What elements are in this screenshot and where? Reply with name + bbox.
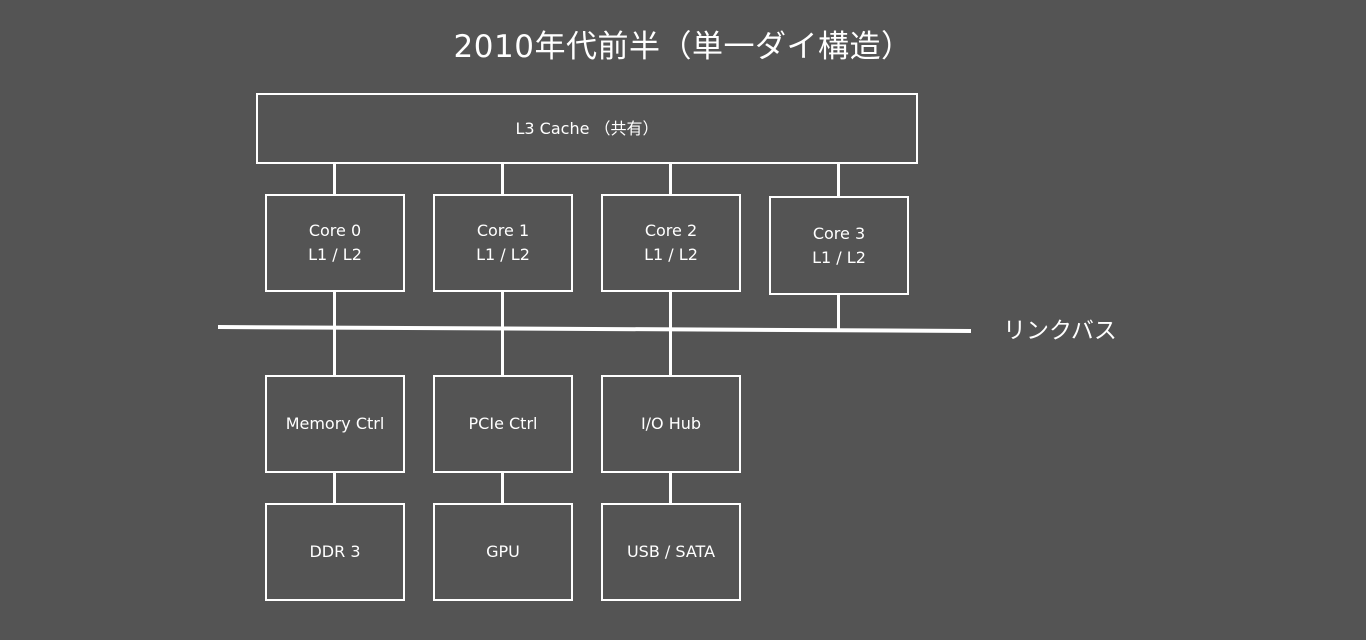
diagram-title: 2010年代前半（単一ダイ構造）: [453, 29, 913, 65]
controller-label: PCIe Ctrl: [468, 414, 538, 433]
device-label: USB / SATA: [626, 542, 716, 561]
l3-cache-label: L3 Cache （共有）: [515, 118, 659, 138]
core-cache: L1 / L2: [644, 245, 698, 264]
gpu-box: GPU: [433, 503, 573, 601]
connector-core2-controller2: [669, 292, 672, 376]
core-name: Core 1: [476, 221, 530, 240]
ddr3-box: DDR 3: [265, 503, 405, 601]
pcie-ctrl-box: PCIe Ctrl: [433, 375, 573, 473]
connector-controller1-device1: [501, 473, 504, 504]
io-hub-box: I/O Hub: [601, 375, 741, 473]
connector-core3-bus: [837, 295, 840, 329]
core-box-2: Core 2 L1 / L2: [601, 194, 741, 292]
core-cache: L1 / L2: [308, 245, 362, 264]
core-cache: L1 / L2: [476, 245, 530, 264]
connector-core0-controller0: [333, 292, 336, 376]
connector-l3-core0: [333, 164, 336, 195]
controller-label: I/O Hub: [640, 414, 702, 433]
connector-controller0-device0: [333, 473, 336, 504]
link-bus-line: [217, 325, 972, 333]
connector-l3-core3: [837, 164, 840, 197]
connector-core1-controller1: [501, 292, 504, 376]
core-name: Core 3: [812, 223, 866, 243]
connector-l3-core2: [669, 164, 672, 195]
core-cache: L1 / L2: [812, 247, 866, 267]
usb-sata-box: USB / SATA: [601, 503, 741, 601]
core-box-0: Core 0 L1 / L2: [265, 194, 405, 292]
core-name: Core 2: [644, 221, 698, 240]
connector-l3-core1: [501, 164, 504, 195]
device-label: GPU: [486, 542, 520, 561]
controller-label: Memory Ctrl: [285, 414, 385, 433]
device-label: DDR 3: [309, 542, 361, 561]
core-box-1: Core 1 L1 / L2: [433, 194, 573, 292]
link-bus-label: リンクバス: [1003, 318, 1117, 344]
core-box-3: Core 3 L1 / L2: [769, 196, 909, 295]
core-name: Core 0: [308, 221, 362, 240]
memory-ctrl-box: Memory Ctrl: [265, 375, 405, 473]
l3-cache-box: L3 Cache （共有）: [256, 93, 918, 164]
connector-controller2-device2: [669, 473, 672, 504]
